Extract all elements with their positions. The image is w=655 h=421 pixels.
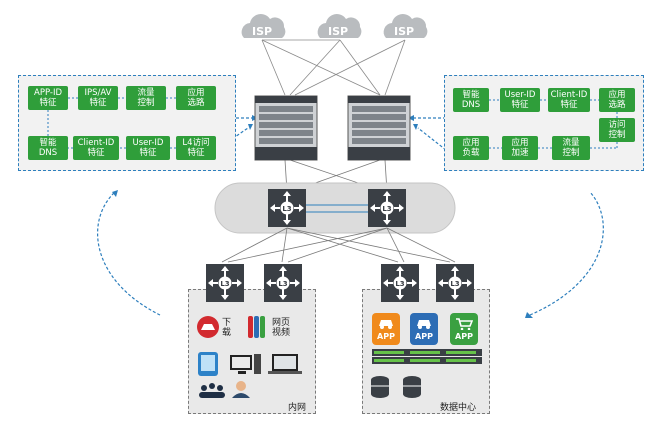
svg-text:L3: L3 bbox=[220, 280, 229, 288]
access-switch-4: L3 bbox=[435, 263, 475, 303]
right-bottom-box-3: 流量 控制 bbox=[552, 136, 590, 160]
web-video-label: 网页 视频 bbox=[272, 318, 291, 338]
app-tile-blue: APP bbox=[410, 313, 438, 345]
svg-text:L3: L3 bbox=[450, 280, 459, 288]
left-top-box-4: 应用 选路 bbox=[176, 86, 216, 110]
isp-label-3: ISP bbox=[394, 25, 414, 38]
desktop-computer-icon bbox=[230, 354, 261, 374]
access-switch-3: L3 bbox=[380, 263, 420, 303]
intranet-label: 内网 bbox=[288, 403, 307, 413]
isp-label-1: ISP bbox=[252, 25, 272, 38]
datacenter-label: 数据中心 bbox=[440, 403, 477, 413]
cart-icon bbox=[456, 318, 473, 330]
download-label: 下 载 bbox=[222, 318, 232, 338]
firewall-right bbox=[347, 95, 411, 161]
left-bottom-box-3: User-ID 特征 bbox=[126, 136, 170, 160]
app-tile-orange: APP bbox=[372, 313, 400, 345]
access-switch-1: L3 bbox=[205, 263, 245, 303]
access-switch-2: L3 bbox=[263, 263, 303, 303]
app-label-3: APP bbox=[455, 332, 473, 341]
app-label-2: APP bbox=[415, 332, 433, 341]
right-top-box-4: 应用 选路 bbox=[599, 88, 635, 112]
svg-text:L3: L3 bbox=[395, 280, 404, 288]
left-top-box-1: APP-ID 特征 bbox=[28, 86, 68, 110]
core-switch-left: L3 bbox=[267, 188, 307, 228]
left-bottom-box-2: Client-ID 特征 bbox=[73, 136, 119, 160]
core-access-links bbox=[221, 227, 456, 263]
svg-text:L3: L3 bbox=[278, 280, 287, 288]
left-bottom-box-1: 智能 DNS bbox=[28, 136, 68, 160]
right-top-box-1: 智能 DNS bbox=[453, 88, 489, 112]
download-icon bbox=[197, 316, 219, 338]
users-group-icon bbox=[199, 383, 225, 398]
isp-cloud-2: ISP bbox=[317, 14, 362, 38]
mobile-phone-icon bbox=[198, 352, 218, 376]
rack-server-stack bbox=[372, 349, 482, 364]
storage-disk-icon-1 bbox=[371, 376, 389, 398]
left-top-box-3: 流量 控制 bbox=[126, 86, 166, 110]
left-top-box-2: IPS/AV 特征 bbox=[78, 86, 118, 110]
isp-links bbox=[261, 39, 406, 96]
isp-cloud-3: ISP bbox=[383, 14, 428, 38]
web-video-icon bbox=[248, 316, 265, 338]
user-avatar-icon bbox=[232, 381, 250, 398]
app-label-1: APP bbox=[377, 332, 395, 341]
storage-disk-icon-2 bbox=[403, 376, 421, 398]
isp-label-2: ISP bbox=[328, 25, 348, 38]
firewall-left bbox=[254, 95, 318, 161]
laptop-icon bbox=[268, 354, 302, 374]
left-bottom-box-4: L4访问 特征 bbox=[176, 136, 216, 160]
right-bottom-box-4: 访问 控制 bbox=[599, 118, 635, 142]
svg-text:L3: L3 bbox=[382, 205, 391, 213]
right-bottom-box-2: 应用 加速 bbox=[502, 136, 538, 160]
right-top-box-2: User-ID 特征 bbox=[500, 88, 540, 112]
svg-text:L3: L3 bbox=[282, 205, 291, 213]
isp-cloud-1: ISP bbox=[241, 14, 286, 38]
app-tile-green: APP bbox=[450, 313, 478, 345]
right-top-box-3: Client-ID 特征 bbox=[548, 88, 590, 112]
car-icon bbox=[417, 320, 431, 329]
car-icon bbox=[379, 320, 393, 329]
core-switch-right: L3 bbox=[367, 188, 407, 228]
right-bottom-box-1: 应用 负载 bbox=[453, 136, 489, 160]
